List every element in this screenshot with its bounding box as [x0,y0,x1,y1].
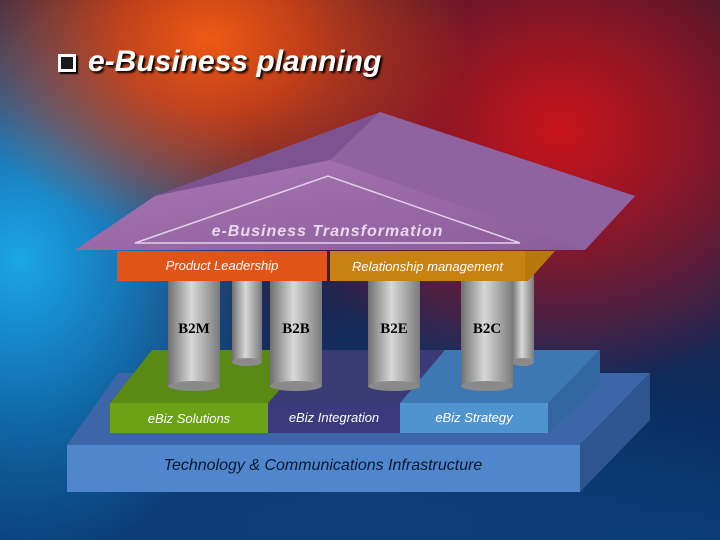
roof [75,112,635,250]
infrastructure-label: Technology & Communications Infrastructu… [163,457,483,474]
front-pillars [168,270,513,391]
platform-front-left [110,403,268,433]
band-label-relationship-management: Relationship management [351,259,504,274]
pillar-label-b2e: B2E [380,321,408,337]
band-label-product-leadership: Product Leadership [165,258,279,273]
back-pillar-left-foot [232,358,262,366]
pillar-label-b2c: B2C [472,321,502,337]
platform-side [548,350,600,433]
band-relationship-management [330,251,525,281]
band-product-leadership [117,251,327,281]
pillar-label-b2b: B2B [282,321,310,337]
pillar-b2b-foot [270,381,322,391]
base-side [580,373,650,492]
back-pillar-left [232,270,262,362]
pillar-b2c-foot [461,381,513,391]
pillar-b2b [270,270,322,386]
back-pillar-right-foot [512,358,534,366]
platform-front-right [400,403,548,433]
platform-label-strategy: eBiz Strategy [435,410,513,425]
platform-front-mid [268,403,400,433]
pillar-b2c [461,270,513,386]
back-pillar-right [512,270,534,362]
base-front [67,445,580,492]
slide-title-text: e-Business planning [88,45,382,78]
value-bands [117,251,555,281]
pillar-label-b2m: B2M [178,321,210,337]
platform-label-integration: eBiz Integration [288,410,380,425]
band-orange-side [525,251,555,281]
slide-title: e-Business planning [58,40,381,84]
checkbox-bullet-icon [58,54,76,72]
back-pillars [232,270,534,366]
roof-label: e-Business Transformation [211,223,444,240]
platform-label-solutions: eBiz Solutions [147,411,231,426]
pillar-b2e [368,270,420,386]
pillar-b2m [168,270,220,386]
roof-pediment-outline [134,175,521,244]
pillar-b2m-foot [168,381,220,391]
pillar-b2e-foot [368,381,420,391]
roof-front [75,160,585,250]
